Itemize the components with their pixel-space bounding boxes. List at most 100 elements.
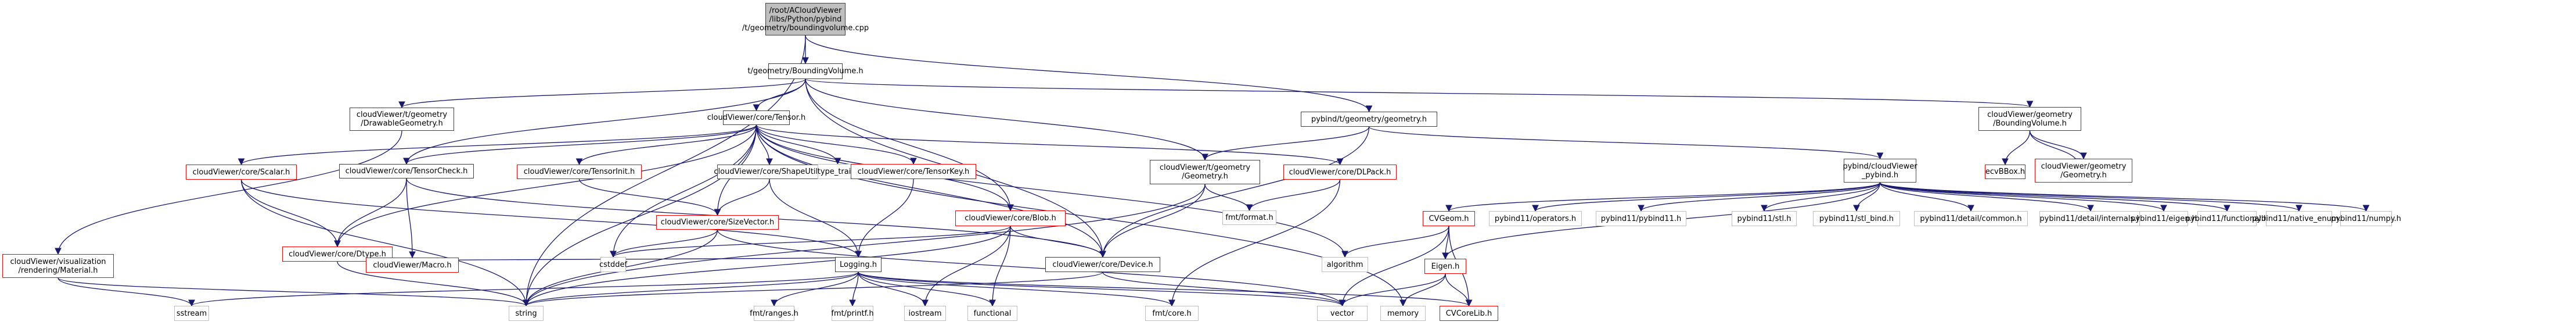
edge-root-to-string (523, 35, 806, 307)
edge-draw-to-material (55, 130, 402, 255)
edge-tgeom-to-device (1099, 184, 1206, 258)
edge-logging-to-vector (858, 272, 1346, 307)
edge-logging-to-sstream (188, 272, 859, 307)
node-numpy[interactable]: pybind11/numpy.h (2331, 211, 2401, 226)
edge-logging-to-string (523, 272, 859, 307)
edge-pycv-to-numpy (1879, 182, 2369, 212)
edge-blob-to-functional (989, 226, 1011, 307)
edge-pycv-to-cvgeom (1445, 182, 1881, 212)
node-scalar[interactable]: cloudViewer/core/Scalar.h (186, 165, 297, 180)
node-root[interactable]: /root/ACloudViewer /libs/Python/pybind /… (742, 3, 869, 35)
edge-logging-to-fmtranges (771, 272, 859, 307)
node-sstream[interactable]: sstream (174, 306, 209, 321)
node-gbv[interactable]: cloudViewer/geometry /BoundingVolume.h (1978, 107, 2081, 131)
edge-pycv-to-ops (1532, 182, 1881, 212)
node-tgeom[interactable]: cloudViewer/t/geometry /Geometry.h (1150, 160, 1260, 184)
node-functional[interactable]: functional (967, 306, 1017, 321)
edge-tensor-to-tcheck (403, 124, 757, 165)
node-functionalpy[interactable]: pybind11/functional.h (2186, 211, 2268, 226)
edge-eigen-to-memory (1399, 273, 1446, 307)
edge-logging-to-functional (858, 272, 996, 307)
node-tinit[interactable]: cloudViewer/core/TensorInit.h (517, 165, 642, 179)
node-cvgeom[interactable]: CVGeom.h (1423, 211, 1475, 226)
node-tbv[interactable]: t/geometry/BoundingVolume.h (747, 63, 864, 79)
node-pycv[interactable]: pybind/cloudViewer _pybind.h (1843, 159, 1917, 183)
node-ops[interactable]: pybind11/operators.h (1489, 211, 1582, 226)
edge-pycv-to-stlbind (1853, 182, 1881, 212)
node-fmtranges[interactable]: fmt/ranges.h (750, 306, 798, 321)
edge-pycv-to-internals (1879, 182, 2094, 212)
edge-eigen-to-cvcorelib (1445, 273, 1473, 307)
node-internals[interactable]: pybind11/detail/internals.h (2039, 211, 2142, 226)
edge-logging-to-fmtprintf (849, 272, 859, 307)
node-shape[interactable]: cloudViewer/core/ShapeUtil.h (714, 165, 825, 179)
node-draw[interactable]: cloudViewer/t/geometry /DrawableGeometry… (350, 108, 454, 131)
edge-gbv-to-ggeom (2029, 130, 2087, 160)
edge-tensor-to-dlpack (755, 124, 1344, 166)
node-logging[interactable]: Logging.h (835, 257, 882, 272)
edge-scalar-to-dtype (240, 179, 341, 248)
node-dlpack[interactable]: cloudViewer/core/DLPack.h (1283, 165, 1397, 180)
edge-pbg-to-pycv (1368, 126, 1884, 160)
edge-pbg-to-tgeom (1201, 126, 1370, 161)
edge-pycv-to-functionalpy (1879, 182, 2230, 212)
edge-tgeom-to-string (523, 184, 1206, 307)
node-stl[interactable]: pybind11/stl.h (1732, 211, 1797, 226)
edge-tbv-to-draw (398, 78, 806, 109)
node-blob[interactable]: cloudViewer/core/Blob.h (955, 210, 1066, 226)
node-nenum[interactable]: pybind11/native_enum.h (2252, 211, 2346, 226)
edge-pycv-to-eigenpy (1879, 182, 2167, 212)
node-fmtprintf[interactable]: fmt/printf.h (831, 306, 874, 321)
edge-logging-to-cvcorelib (858, 272, 1472, 307)
node-ecvbbox[interactable]: ecvBBox.h (1985, 165, 2025, 179)
edge-blob-to-device (1010, 226, 1106, 258)
node-eigen[interactable]: Eigen.h (1424, 259, 1466, 274)
edge-material-to-sstream (57, 277, 195, 307)
node-tkey[interactable]: cloudViewer/core/TensorKey.h (851, 164, 976, 179)
edge-tbv-to-tcheck (403, 78, 806, 165)
edge-tensor-to-scalar (238, 124, 757, 166)
node-tcheck[interactable]: cloudViewer/core/TensorCheck.h (339, 164, 474, 178)
edge-tgeom-to-fmtformat (1204, 184, 1253, 212)
node-string[interactable]: string (509, 306, 544, 321)
edge-tensor-to-tinit (575, 124, 757, 166)
node-material[interactable]: cloudViewer/visualization /rendering/Mat… (2, 254, 114, 278)
node-stlbind[interactable]: pybind11/stl_bind.h (1813, 211, 1900, 226)
edge-tensor-to-string (523, 124, 757, 307)
edge-eigen-to-vector (1339, 273, 1446, 307)
edge-shape-to-logging (769, 178, 862, 258)
node-tensor[interactable]: cloudViewer/core/Tensor.h (707, 110, 805, 125)
node-ggeom[interactable]: cloudViewer/geometry /Geometry.h (2035, 159, 2132, 183)
edge-tkey-to-logging (855, 178, 914, 258)
edge-tcheck-to-macro (406, 178, 416, 259)
node-macro[interactable]: cloudViewer/Macro.h (366, 258, 459, 273)
edge-root-to-pbg (805, 35, 1373, 113)
node-fmtformat[interactable]: fmt/format.h (1222, 210, 1276, 225)
edge-tbv-to-gbv (805, 78, 2033, 108)
edge-device-to-vector (1102, 272, 1346, 307)
edge-cvgeom-to-algorithm (1341, 226, 1449, 258)
node-device[interactable]: cloudViewer/core/Device.h (1045, 257, 1160, 272)
node-fmtcore[interactable]: fmt/core.h (1145, 306, 1199, 321)
edge-pycv-to-nenum (1879, 182, 2302, 212)
edge-pycv-to-stl (1761, 182, 1881, 212)
edge-dlpack-to-fmtcore (1168, 179, 1341, 307)
node-pbg[interactable]: pybind/t/geometry/geometry.h (1301, 112, 1437, 127)
edge-logging-to-fmtcore (858, 272, 1175, 307)
node-algorithm[interactable]: algorithm (1322, 257, 1368, 272)
node-vector[interactable]: vector (1317, 306, 1368, 321)
node-cstddef[interactable]: cstddef (599, 257, 627, 272)
node-common[interactable]: pybind11/detail/common.h (1914, 211, 2028, 226)
edge-tensor-to-tkey (755, 124, 917, 165)
edge-tbv-to-tensor (753, 78, 806, 112)
edge-cvgeom-to-vector (1339, 226, 1449, 307)
edge-logging-to-iostream (858, 272, 929, 307)
node-pyb11[interactable]: pybind11/pybind11.h (1596, 211, 1686, 226)
node-memory[interactable]: memory (1380, 306, 1426, 321)
node-cvcorelib[interactable]: CVCoreLib.h (1440, 306, 1498, 321)
edge-dtype-to-string (337, 261, 530, 307)
node-sizevec[interactable]: cloudViewer/core/SizeVector.h (656, 215, 779, 230)
edge-dlpack-to-fmtformat (1246, 179, 1341, 212)
node-eigenpy[interactable]: pybind11/eigen.h (2131, 211, 2197, 226)
node-iostream[interactable]: iostream (904, 306, 946, 321)
